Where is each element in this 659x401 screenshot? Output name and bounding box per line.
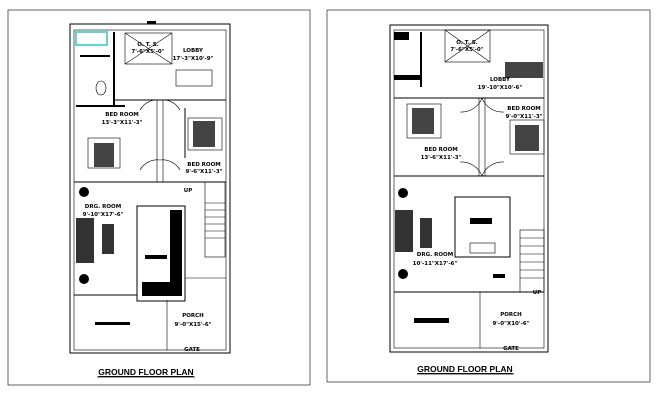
kitchen xyxy=(454,196,511,258)
ots-size: 7'-6"X5'-0" xyxy=(450,47,483,53)
porch-label: PORCH xyxy=(500,312,522,318)
ots-label: O. T. S. xyxy=(137,42,159,48)
bedroom2-label: BED ROOM xyxy=(507,106,541,112)
drawing-room-label: DRG. ROOM xyxy=(417,252,453,258)
ots-size: 7'-6"X5'-0" xyxy=(131,49,164,55)
kitchen xyxy=(136,205,186,302)
drawing-room-label: DRG. ROOM xyxy=(85,204,121,210)
sofa-icon xyxy=(395,210,413,252)
lobby-label: LOBBY xyxy=(490,77,511,83)
lobby-label: LOBBY xyxy=(183,48,204,54)
bedroom2-size: 9'-0"X11'-3" xyxy=(505,114,542,120)
drawing-room-size: 10'-11"X17'-6" xyxy=(413,261,458,267)
bedroom1-size: 13'-6"X11'-3" xyxy=(421,155,462,161)
dining-table-icon xyxy=(175,69,213,87)
ots-label: O. T. S. xyxy=(456,40,478,46)
bedroom1-size: 13'-3"X11'-3" xyxy=(102,120,143,126)
bed-icon xyxy=(406,103,442,139)
porch-label: PORCH xyxy=(182,313,204,319)
porch-size: 9'-0"X10'-6" xyxy=(492,321,529,327)
staircase xyxy=(204,181,226,258)
porch-size: 9'-0"X15'-6" xyxy=(174,322,211,328)
toilet-icon xyxy=(95,80,107,96)
bedroom2-label: BED ROOM xyxy=(187,162,221,168)
bed-icon xyxy=(509,119,545,155)
gate-label: GATE xyxy=(184,347,200,353)
bedroom2-size: 9'-6"X11'-3" xyxy=(185,169,222,175)
drawing-room-size: 9'-10"X17'-6" xyxy=(83,212,124,218)
gate-label: GATE xyxy=(503,346,519,352)
right-plan: O. T. S. 7'-6"X5'-0" LOBBY 19'-10"X10'-6… xyxy=(326,9,651,383)
up-label: UP xyxy=(533,290,542,296)
lobby-size: 19'-10"X10'-6" xyxy=(478,85,523,91)
right-sheet-border xyxy=(326,9,651,383)
staircase xyxy=(519,229,545,293)
plan-caption: GROUND FLOOR PLAN xyxy=(98,367,193,377)
dining-table-icon xyxy=(505,62,543,78)
up-label: UP xyxy=(184,188,193,194)
lobby-size: 17'-3"X10'-9" xyxy=(173,56,214,62)
left-plan: O. T. S. 7'-6"X5'-0" LOBBY 17'-3"X10'-9"… xyxy=(7,9,311,386)
left-sheet-border xyxy=(7,9,311,386)
bed-icon xyxy=(187,117,223,151)
plan-caption: GROUND FLOOR PLAN xyxy=(417,364,512,374)
ots-shaft xyxy=(444,29,491,63)
ots-shaft xyxy=(124,32,173,65)
bedroom1-label: BED ROOM xyxy=(424,147,458,153)
sofa-icon xyxy=(76,218,94,263)
bedroom1-label: BED ROOM xyxy=(105,112,139,118)
bed-icon xyxy=(87,137,121,169)
bathtub-icon xyxy=(75,31,108,46)
